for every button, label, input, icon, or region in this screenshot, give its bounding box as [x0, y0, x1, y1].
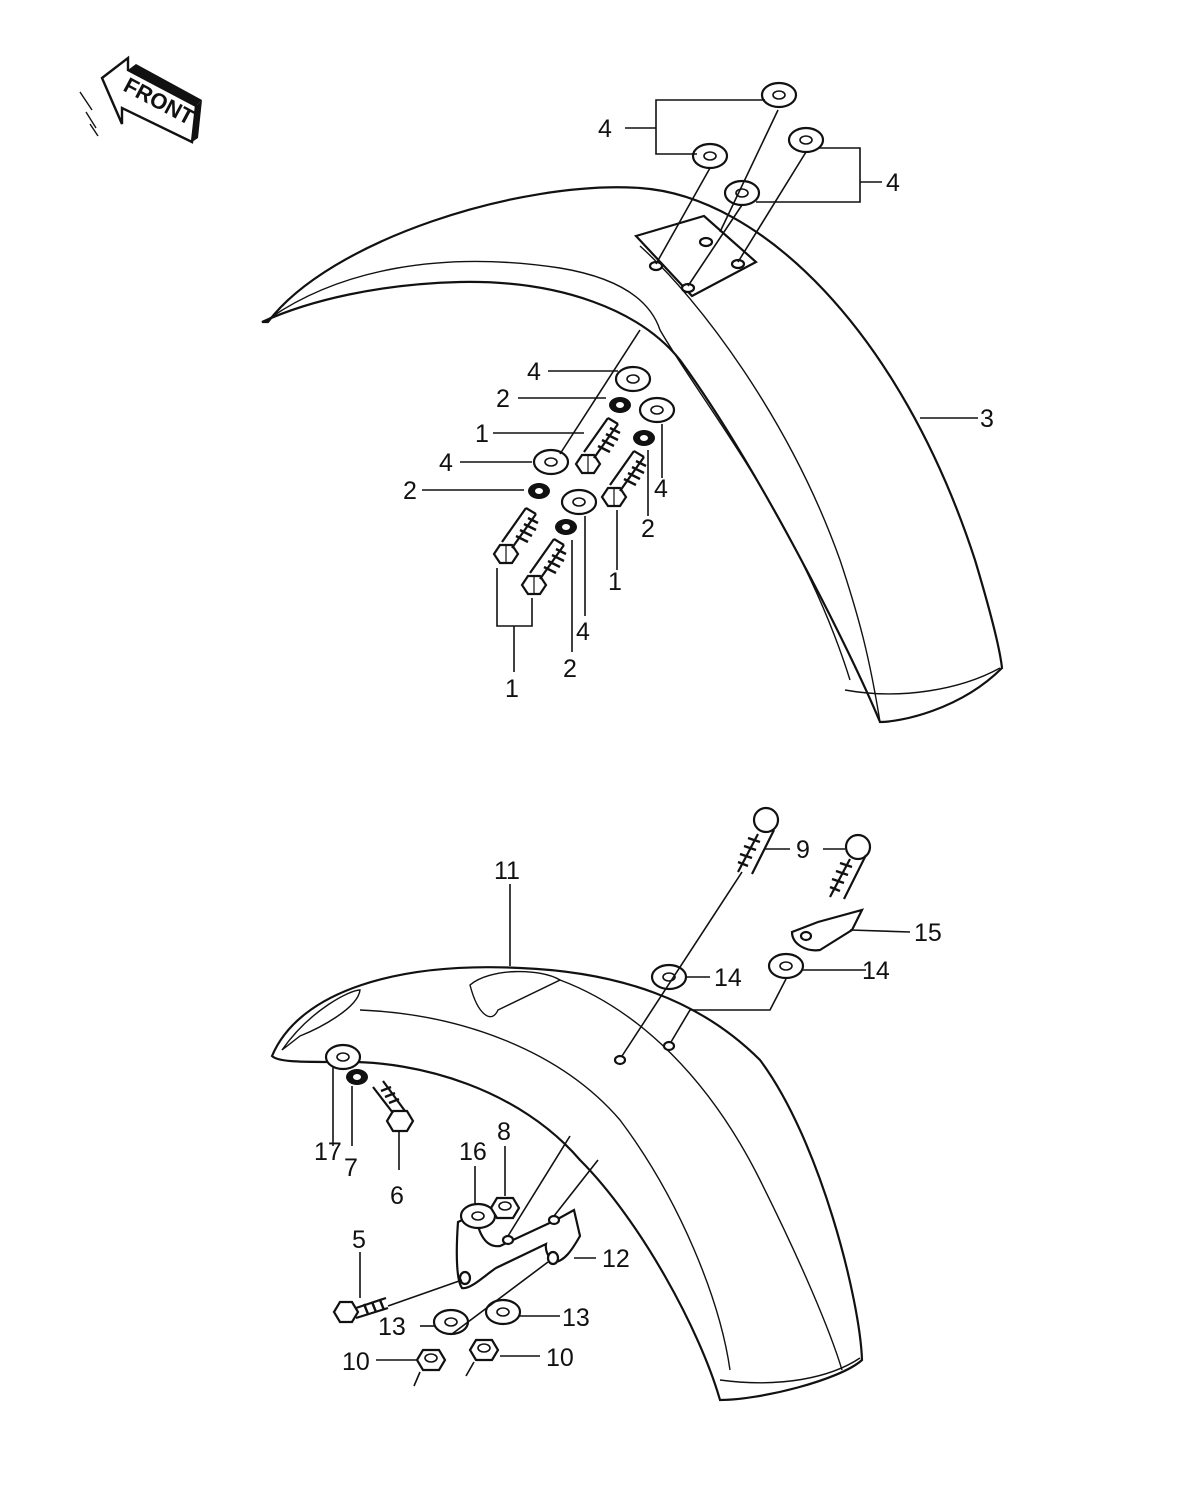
bolt [829, 833, 872, 900]
washer [787, 126, 825, 154]
lock-washer [528, 483, 550, 499]
callout-2: 2 [563, 655, 577, 683]
callout-10: 10 [342, 1348, 370, 1376]
callout-1: 1 [608, 568, 622, 596]
callout-2: 2 [496, 385, 510, 413]
callout-9: 9 [796, 836, 810, 864]
washer [432, 1308, 470, 1336]
lock-washer [555, 519, 577, 535]
callout-4: 4 [439, 449, 453, 477]
callout-4: 4 [598, 115, 612, 143]
washer [691, 142, 729, 170]
callout-14: 14 [862, 957, 890, 985]
callout-1: 1 [505, 675, 519, 703]
front-fender [261, 186, 1004, 724]
callout-11: 11 [494, 857, 520, 885]
callout-4: 4 [527, 358, 541, 386]
washer [560, 488, 598, 516]
bolt [600, 449, 648, 508]
callout-15: 15 [914, 919, 942, 947]
washer [459, 1202, 497, 1230]
washer [324, 1043, 362, 1071]
washer [767, 952, 805, 980]
bolt [372, 1080, 415, 1133]
callout-2: 2 [641, 515, 655, 543]
lock-washer [346, 1069, 368, 1085]
callout-16: 16 [459, 1138, 487, 1166]
callout-10: 10 [546, 1344, 574, 1372]
callout-7: 7 [344, 1154, 358, 1182]
bolt [492, 506, 540, 565]
washer [760, 81, 798, 109]
callout-12: 12 [602, 1245, 630, 1273]
lock-washer [609, 397, 631, 413]
bolt [520, 537, 568, 596]
lock-washer [633, 430, 655, 446]
front-leader-lines [422, 99, 978, 672]
bolt [574, 416, 622, 475]
washer [638, 396, 676, 424]
washer [532, 448, 570, 476]
washer [650, 963, 688, 991]
callout-17: 17 [314, 1138, 342, 1166]
callout-1: 1 [475, 420, 489, 448]
rear-leader-lines [332, 848, 911, 1387]
washer [484, 1298, 522, 1326]
callout-4: 4 [576, 618, 590, 646]
callout-8: 8 [497, 1118, 511, 1146]
callout-6: 6 [390, 1182, 404, 1210]
callout-2: 2 [403, 477, 417, 505]
callout-4: 4 [886, 169, 900, 197]
bolt [737, 806, 780, 875]
fender-bracket [455, 1208, 582, 1290]
callout-13: 13 [378, 1313, 406, 1341]
nut [489, 1196, 521, 1220]
washer [614, 365, 652, 393]
callout-14: 14 [714, 964, 742, 992]
callout-13: 13 [562, 1304, 590, 1332]
callout-4: 4 [654, 475, 668, 503]
mounting-plate [790, 908, 865, 952]
rear-fender [270, 966, 864, 1402]
nut [468, 1338, 500, 1362]
front-callouts: 4 4 3 4 2 1 4 2 4 2 1 4 2 1 [403, 115, 994, 703]
front-arrow-icon: FRONT [79, 55, 202, 144]
bolt [332, 1296, 389, 1324]
callout-5: 5 [352, 1226, 366, 1254]
nut [415, 1348, 447, 1372]
callout-3: 3 [980, 405, 994, 433]
rear-callouts: 11 9 15 14 14 17 7 6 16 8 5 12 13 13 10 … [314, 836, 942, 1376]
